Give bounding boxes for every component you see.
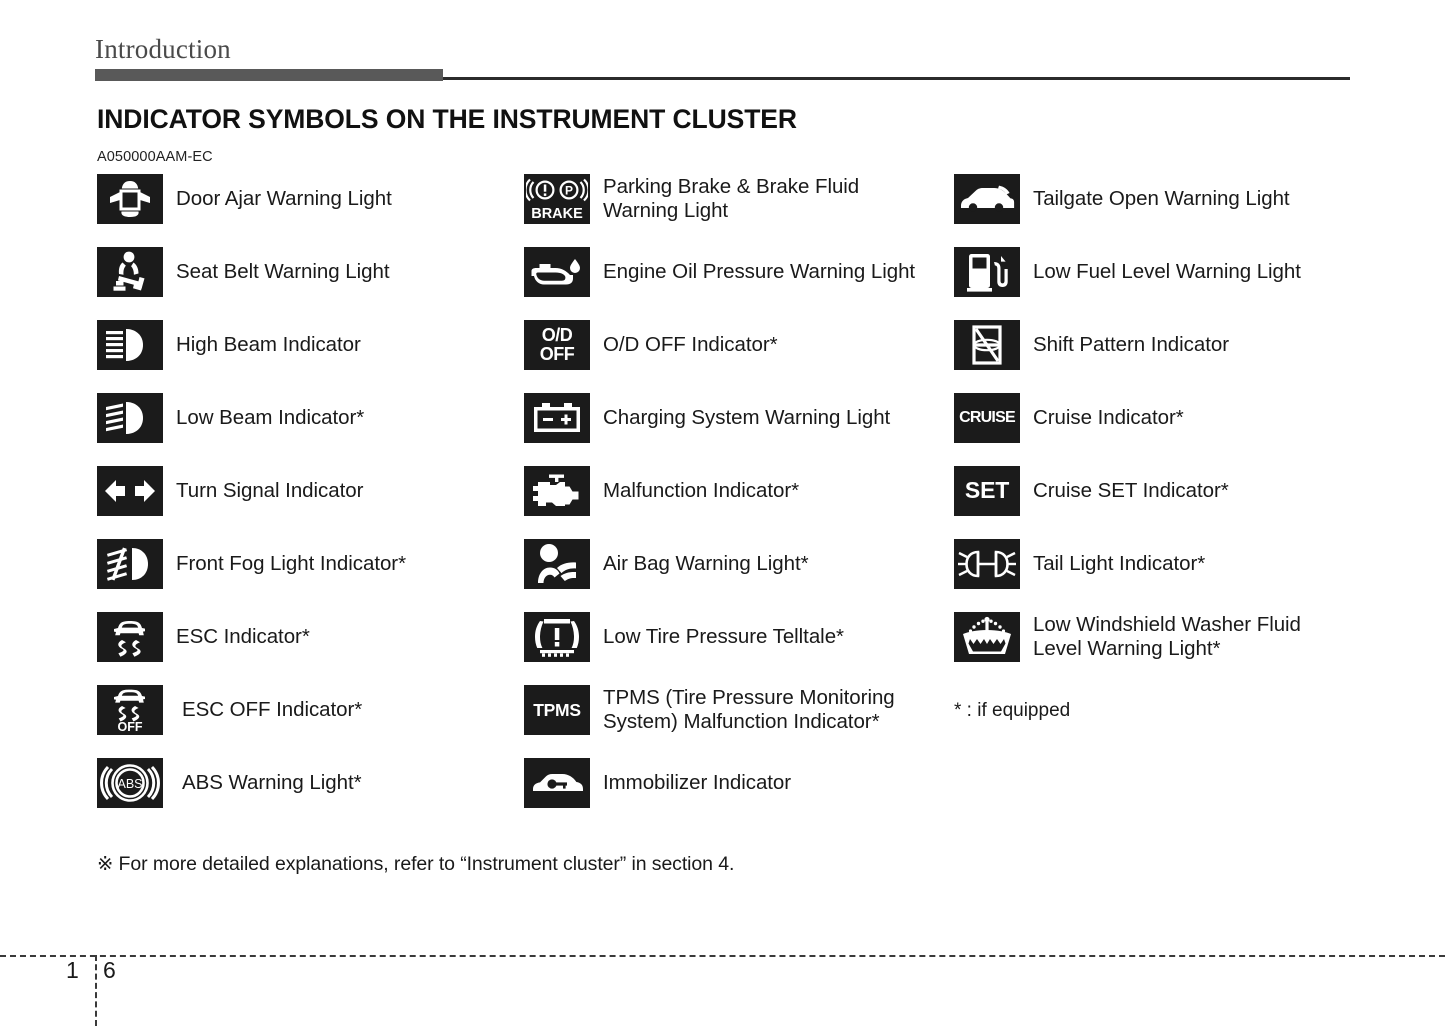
malfunction-icon xyxy=(524,466,590,516)
symbol-row-door-ajar: Door Ajar Warning Light xyxy=(97,174,392,224)
cruise-set-text: SET xyxy=(964,477,1010,504)
symbol-label: O/D OFF Indicator* xyxy=(603,333,778,356)
symbol-row-cruise: CRUISE Cruise Indicator* xyxy=(954,393,1184,443)
immobilizer-icon xyxy=(524,758,590,808)
symbol-label: Parking Brake & Brake Fluid Warning Ligh… xyxy=(603,175,860,222)
symbol-row-esc: ESC Indicator* xyxy=(97,612,310,662)
cruise-text: CRUISE xyxy=(959,408,1015,426)
symbol-label: Tail Light Indicator* xyxy=(1033,552,1206,575)
symbol-row-seat-belt: Seat Belt Warning Light xyxy=(97,247,390,297)
symbol-label: ABS Warning Light* xyxy=(182,771,362,794)
symbol-row-tail-light: Tail Light Indicator* xyxy=(954,539,1205,589)
abs-icon: ABS xyxy=(97,758,163,808)
symbol-row-abs: ABS ABS Warning Light* xyxy=(97,758,362,808)
engine-oil-icon xyxy=(524,247,590,297)
tail-light-icon xyxy=(954,539,1020,589)
symbol-row-od-off: O/D OFF O/D OFF Indicator* xyxy=(524,320,778,370)
symbol-label: ESC OFF Indicator* xyxy=(182,698,363,721)
page-header: Introduction xyxy=(95,36,1350,63)
symbol-label: High Beam Indicator xyxy=(176,333,361,356)
symbol-row-high-beam: High Beam Indicator xyxy=(97,320,361,370)
header-rule-thick-segment xyxy=(95,69,443,81)
symbol-label: Turn Signal Indicator xyxy=(176,479,364,502)
esc-off-label: OFF xyxy=(118,720,143,733)
od-off-icon: O/D OFF xyxy=(524,320,590,370)
symbol-row-low-beam: Low Beam Indicator* xyxy=(97,393,364,443)
symbol-label: Low Fuel Level Warning Light xyxy=(1033,260,1301,283)
symbol-row-tpms: TPMS TPMS (Tire Pressure Monitoring Syst… xyxy=(524,685,895,735)
symbol-row-shift-pattern: Shift Pattern Indicator xyxy=(954,320,1229,370)
symbol-label: Malfunction Indicator* xyxy=(603,479,800,502)
chapter-number: 1 xyxy=(66,957,79,983)
symbol-label: Low Windshield Washer Fluid Level Warnin… xyxy=(1033,613,1301,660)
washer-fluid-icon xyxy=(954,612,1020,662)
symbol-row-cruise-set: SET Cruise SET Indicator* xyxy=(954,466,1229,516)
symbol-label: Front Fog Light Indicator* xyxy=(176,552,407,575)
symbol-row-turn-signal: Turn Signal Indicator xyxy=(97,466,363,516)
detailed-explanation-note: ※ For more detailed explanations, refer … xyxy=(97,853,735,875)
low-fuel-icon xyxy=(954,247,1020,297)
cruise-set-icon: SET xyxy=(954,466,1020,516)
symbol-label: Tailgate Open Warning Light xyxy=(1033,187,1290,210)
symbol-row-low-fuel: Low Fuel Level Warning Light xyxy=(954,247,1301,297)
door-ajar-icon xyxy=(97,174,163,224)
symbol-label: ESC Indicator* xyxy=(176,625,310,648)
air-bag-icon xyxy=(524,539,590,589)
low-tire-pressure-icon xyxy=(524,612,590,662)
if-equipped-note: * : if equipped xyxy=(954,700,1071,721)
seat-belt-icon xyxy=(97,247,163,297)
brake-label: BRAKE xyxy=(531,206,583,222)
cruise-icon: CRUISE xyxy=(954,393,1020,443)
section-title: Introduction xyxy=(95,34,231,64)
symbol-label: Door Ajar Warning Light xyxy=(176,187,392,210)
symbol-label: Engine Oil Pressure Warning Light xyxy=(603,260,916,283)
abs-label: ABS xyxy=(117,777,142,791)
page-number: 6 xyxy=(103,957,116,983)
tpms-text: TPMS xyxy=(533,699,581,720)
symbol-row-esc-off: OFF ESC OFF Indicator* xyxy=(97,685,362,735)
symbol-label: Seat Belt Warning Light xyxy=(176,260,390,283)
front-fog-light-icon xyxy=(97,539,163,589)
symbol-label: Low Tire Pressure Telltale* xyxy=(603,625,844,648)
page-title: INDICATOR SYMBOLS ON THE INSTRUMENT CLUS… xyxy=(97,104,797,134)
symbol-row-malfunction: Malfunction Indicator* xyxy=(524,466,799,516)
battery-charging-icon xyxy=(524,393,590,443)
symbol-label: Immobilizer Indicator xyxy=(603,771,792,794)
high-beam-icon xyxy=(97,320,163,370)
tailgate-open-icon xyxy=(954,174,1020,224)
shift-pattern-icon xyxy=(954,320,1020,370)
symbol-row-engine-oil: Engine Oil Pressure Warning Light xyxy=(524,247,915,297)
document-code: A050000AAM-EC xyxy=(97,149,213,165)
symbol-label: Charging System Warning Light xyxy=(603,406,891,429)
od-off-line-1: O/D xyxy=(541,325,573,346)
header-rule-thin-segment xyxy=(443,77,1350,80)
symbol-row-front-fog: Front Fog Light Indicator* xyxy=(97,539,406,589)
parking-brake-icon: P BRAKE xyxy=(524,174,590,224)
symbol-label: Air Bag Warning Light* xyxy=(603,552,809,575)
header-rule xyxy=(95,69,1350,81)
tpms-icon: TPMS xyxy=(524,685,590,735)
symbol-row-air-bag: Air Bag Warning Light* xyxy=(524,539,809,589)
footer-horizontal-divider xyxy=(0,955,1445,957)
symbol-row-tailgate-open: Tailgate Open Warning Light xyxy=(954,174,1290,224)
symbol-label: Cruise Indicator* xyxy=(1033,406,1184,429)
turn-signal-icon xyxy=(97,466,163,516)
od-off-line-2: OFF xyxy=(539,344,575,364)
symbol-row-washer-fluid: Low Windshield Washer Fluid Level Warnin… xyxy=(954,612,1301,662)
parking-p-letter: P xyxy=(565,184,573,198)
low-beam-icon xyxy=(97,393,163,443)
symbol-row-immobilizer: Immobilizer Indicator xyxy=(524,758,791,808)
symbol-label: Cruise SET Indicator* xyxy=(1033,479,1229,502)
esc-off-icon: OFF xyxy=(97,685,163,735)
symbol-label: TPMS (Tire Pressure Monitoring System) M… xyxy=(603,686,895,733)
symbol-row-parking-brake: P BRAKE Parking Brake & Brake Fluid Warn… xyxy=(524,174,859,224)
esc-icon xyxy=(97,612,163,662)
symbol-row-low-tire-pressure: Low Tire Pressure Telltale* xyxy=(524,612,844,662)
symbol-label: Shift Pattern Indicator xyxy=(1033,333,1229,356)
od-off-text: O/D OFF xyxy=(540,326,575,363)
symbol-row-charging-system: Charging System Warning Light xyxy=(524,393,890,443)
symbol-label: Low Beam Indicator* xyxy=(176,406,365,429)
footer-vertical-divider xyxy=(95,955,97,1026)
